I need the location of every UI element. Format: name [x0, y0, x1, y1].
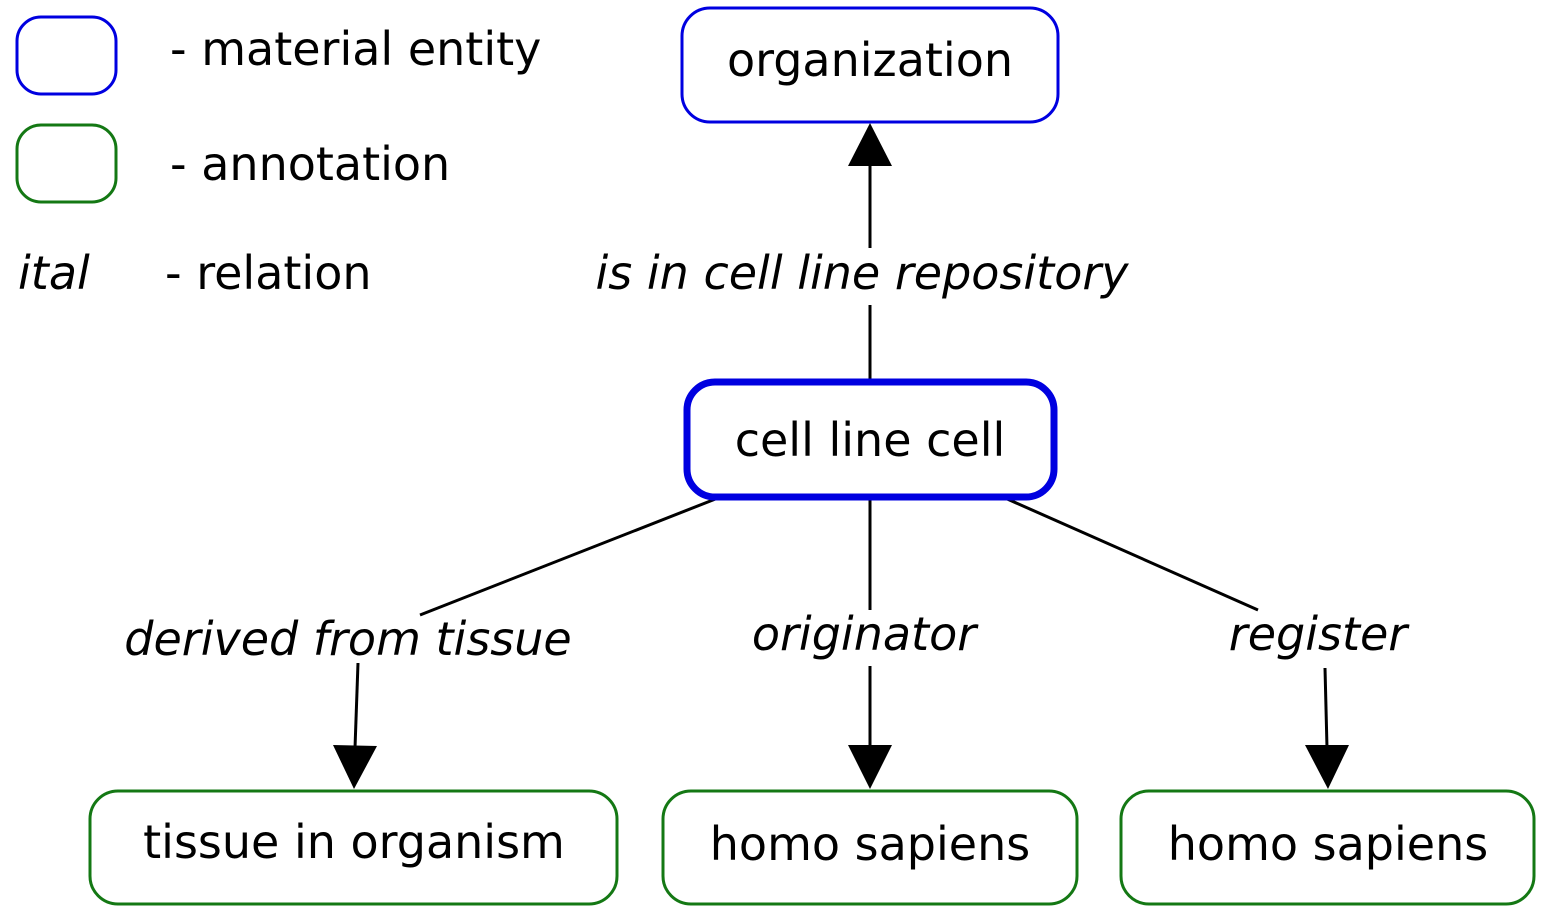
legend: - material entity - annotation ital - re…	[15, 15, 541, 300]
arrowhead-homo-sapiens-1	[848, 745, 892, 789]
legend-material-entity-label: - material entity	[170, 22, 541, 76]
node-homo-sapiens-1-box	[661, 789, 1079, 906]
relation-labels: is in cell line repository derived from …	[124, 246, 1410, 666]
legend-annotation-swatch	[15, 123, 118, 204]
legend-annotation-label: - annotation	[170, 137, 450, 191]
node-organization: organization	[680, 6, 1060, 124]
relation-is-in-cell-line-repository: is in cell line repository	[596, 246, 1130, 300]
node-homo-sapiens-2-label: homo sapiens	[1168, 817, 1488, 871]
edge-derived-lower	[353, 662, 360, 749]
relation-originator: originator	[752, 607, 979, 661]
arrowhead-homo-sapiens-2	[1305, 745, 1349, 789]
node-homo-sapiens-1-label: homo sapiens	[710, 817, 1030, 871]
legend-material-entity-swatch	[15, 15, 118, 96]
relation-derived-from-tissue: derived from tissue	[124, 612, 571, 666]
node-organization-box	[680, 6, 1060, 124]
node-organization-label: organization	[727, 33, 1013, 87]
node-tissue-in-organism: tissue in organism	[88, 789, 619, 906]
node-cell-line-cell: cell line cell	[683, 378, 1058, 501]
edges	[333, 123, 1349, 789]
legend-relation-sample: ital	[18, 246, 90, 300]
edge-derived-upper	[419, 496, 719, 617]
edge-register-lower	[1323, 667, 1329, 749]
arrowhead-organization	[848, 123, 892, 166]
node-homo-sapiens-2-box	[1119, 789, 1536, 906]
legend-relation-label: - relation	[165, 246, 372, 300]
node-tissue-in-organism-box	[88, 789, 619, 906]
node-tissue-in-organism-label: tissue in organism	[143, 815, 565, 869]
node-homo-sapiens-2: homo sapiens	[1119, 789, 1536, 906]
edge-register-upper	[1004, 496, 1259, 612]
relation-register: register	[1229, 607, 1410, 661]
nodes: organization cell line cell tissue in or…	[88, 6, 1536, 906]
node-homo-sapiens-1: homo sapiens	[661, 789, 1079, 906]
node-cell-line-cell-label: cell line cell	[735, 413, 1006, 467]
node-cell-line-cell-box	[683, 378, 1058, 501]
arrowhead-tissue-in-organism	[333, 745, 377, 789]
